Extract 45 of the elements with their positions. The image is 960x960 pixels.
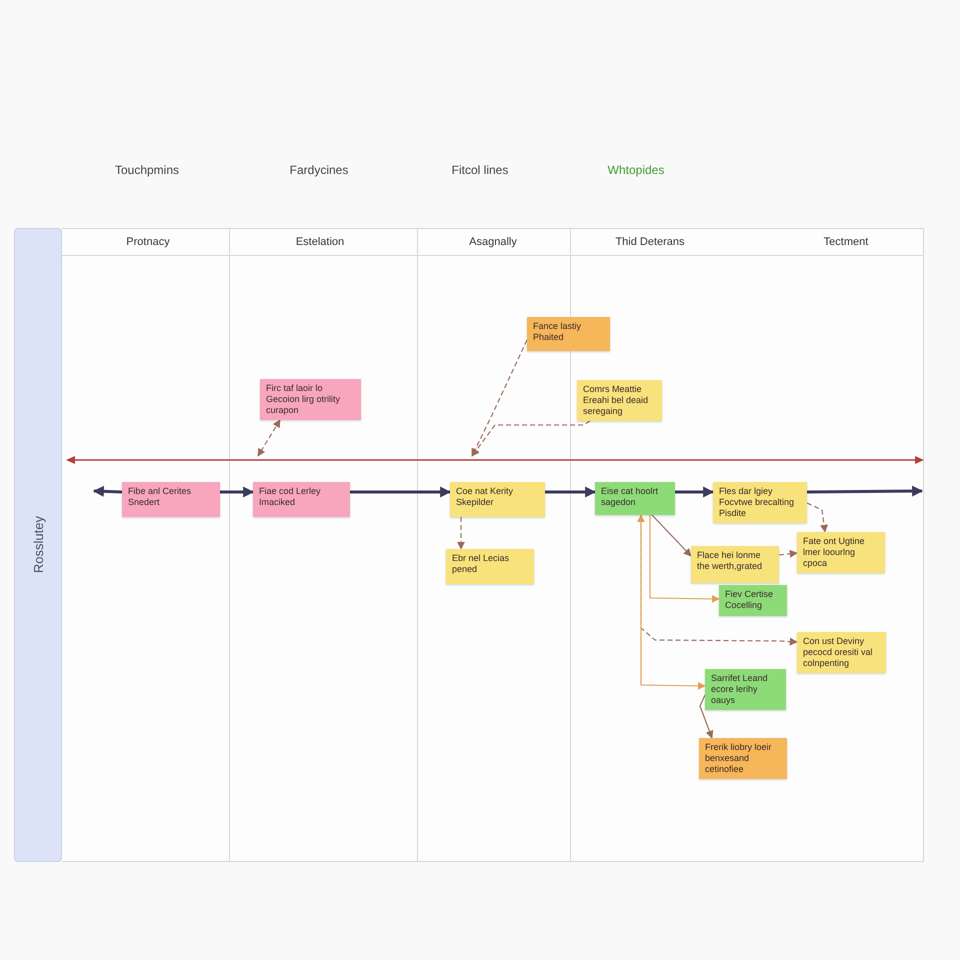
- arrow: [545, 486, 596, 498]
- arrow: [806, 486, 924, 497]
- sticky-note: Con ust Deviny pecocd oresiti val colnpenting: [797, 632, 886, 673]
- sticky-note: Fibe anl Cerites Snedert: [122, 482, 220, 517]
- swimlane-column: [62, 228, 230, 862]
- sticky-note: Fance lastiy Phaited: [527, 317, 610, 351]
- column-heading: Protnacy: [126, 236, 170, 249]
- arrow: [649, 515, 720, 603]
- phase-label: Fardycines: [290, 163, 348, 177]
- sticky-note: Fles dar lgiey Focvtwe brecalting Pisdite: [713, 482, 807, 523]
- lane-title: Rosslutey: [30, 516, 46, 574]
- column-heading: Tectment: [824, 236, 868, 249]
- arrow: [699, 694, 714, 739]
- sticky-note: Eise cat hoolrt sagedon: [595, 482, 675, 515]
- swimlane-column: [230, 228, 418, 862]
- sticky-note: Ebr nel Lecias pened: [446, 549, 534, 584]
- dashed-arrow: [457, 517, 465, 550]
- dashed-double-headed-arrow: [258, 419, 280, 457]
- sticky-note: Coe nat Kerity Skepilder: [450, 482, 545, 517]
- phase-label: Touchpmins: [114, 163, 180, 177]
- column-heading: Thid Deterans: [615, 236, 685, 249]
- arrow: [652, 514, 692, 557]
- lane-band: [14, 228, 62, 862]
- arrow: [675, 486, 714, 498]
- dashed-arrow: [472, 340, 528, 457]
- sticky-note: Comrs Meattie Ereahi bel deaid seregaing: [577, 380, 662, 421]
- double-headed-arrow: [637, 514, 706, 690]
- sticky-note: Flace hei lonme the werth,grated: [691, 546, 779, 583]
- timeline-arrow: [66, 456, 924, 464]
- arrow: [92, 486, 122, 497]
- sticky-note: Fiae cod Lerley Imaciked: [253, 482, 350, 517]
- dashed-arrow: [778, 550, 798, 558]
- dashed-arrow: [806, 502, 828, 533]
- sticky-note: Sarrifet Leand ecore lerihy oauys: [705, 669, 786, 710]
- sticky-note: Fiev Certise Cocelling: [719, 585, 787, 616]
- sticky-note: Frerik liobry loeir benxesand cetinofiee: [699, 738, 787, 779]
- sticky-note: Firc taf laoir lo Gecoion lirg otrility curapon: [260, 379, 361, 420]
- sticky-note: Fate ont Ugtine lmer loourlng cpoca: [797, 532, 885, 573]
- phase-label: Whtopides: [608, 163, 664, 177]
- dashed-arrow: [472, 420, 590, 457]
- phase-label: Fitcol lines: [452, 163, 508, 177]
- arrow: [350, 486, 452, 498]
- column-heading: Asagnally: [469, 236, 517, 249]
- column-heading: Estelation: [296, 236, 344, 249]
- arrow: [220, 486, 254, 498]
